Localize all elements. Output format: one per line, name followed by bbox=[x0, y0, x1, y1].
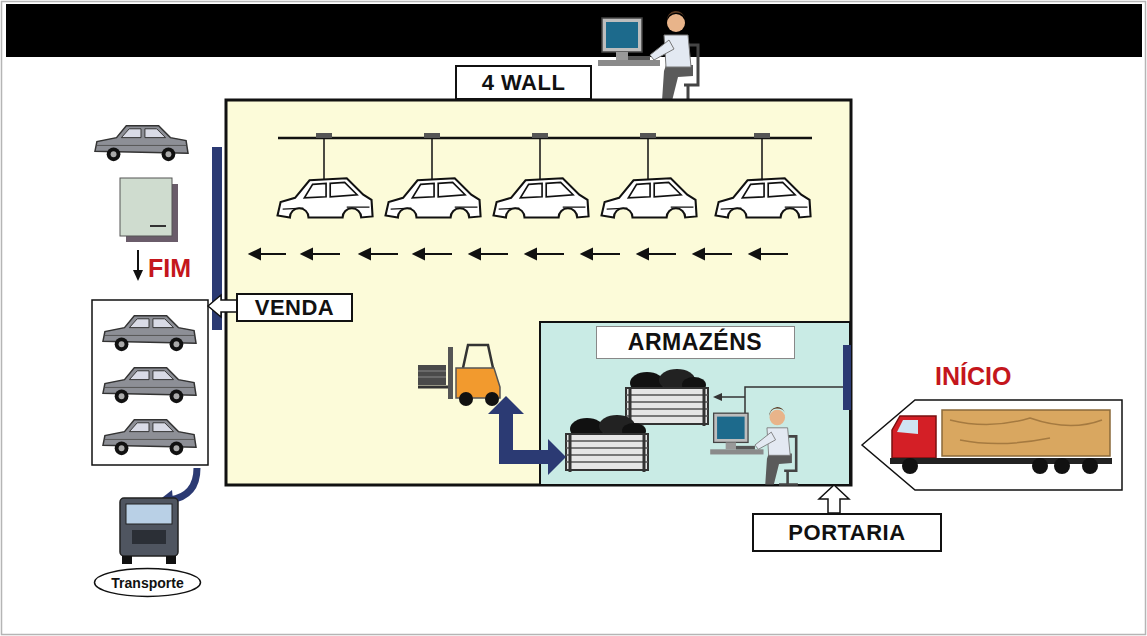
sale-box: VENDA bbox=[236, 293, 353, 322]
truck-front bbox=[120, 498, 178, 564]
gate-box: PORTARIA bbox=[752, 513, 942, 552]
start-label: INÍCIO bbox=[935, 364, 1011, 389]
ellipse-shape bbox=[95, 569, 201, 597]
arrow-head bbox=[638, 249, 648, 259]
rail-trolley bbox=[640, 133, 656, 138]
down-arrow bbox=[137, 250, 139, 272]
receiving-line bbox=[720, 396, 745, 398]
rail-trolley bbox=[424, 133, 440, 138]
arrow-head bbox=[470, 249, 480, 259]
operator-at-computer bbox=[598, 11, 700, 101]
shipping-arrow bbox=[170, 468, 197, 500]
tarp-fold bbox=[950, 418, 1102, 444]
car-body bbox=[602, 178, 697, 217]
end-label: FIM bbox=[148, 256, 191, 281]
receiving-line bbox=[745, 387, 843, 430]
truck-wheel bbox=[1082, 458, 1098, 474]
finished-car bbox=[103, 316, 196, 351]
node-text: VENDA bbox=[255, 297, 335, 319]
car-body bbox=[386, 178, 481, 217]
truck-trailer bbox=[942, 410, 1110, 456]
rail-trolley bbox=[316, 133, 332, 138]
finished-cars-box bbox=[92, 300, 208, 465]
parts-crate bbox=[626, 369, 708, 426]
truck-wheel bbox=[1032, 458, 1048, 474]
finished-car bbox=[103, 368, 196, 403]
car-body bbox=[494, 178, 589, 217]
gatekeeper-at-computer bbox=[710, 407, 798, 484]
material-flow-arrow bbox=[488, 396, 566, 475]
finished-car bbox=[103, 420, 196, 455]
system-box: 4 WALL bbox=[455, 65, 592, 100]
truck-cab bbox=[120, 498, 178, 556]
document-line bbox=[150, 225, 166, 227]
truck-wheel bbox=[122, 556, 132, 564]
truck-cab bbox=[892, 416, 936, 458]
arrival-callout bbox=[862, 400, 1122, 490]
arrow-head bbox=[750, 249, 760, 259]
arrow-head bbox=[360, 249, 370, 259]
car-body bbox=[278, 178, 373, 217]
arrow-head bbox=[694, 249, 704, 259]
truck-wheel bbox=[166, 556, 176, 564]
arriving-truck bbox=[890, 410, 1112, 474]
truck-wheel bbox=[1054, 458, 1070, 474]
arrow-head bbox=[582, 249, 592, 259]
rail-trolley bbox=[754, 133, 770, 138]
truck-chassis bbox=[890, 458, 1112, 464]
document-page bbox=[120, 178, 172, 236]
arrow-head bbox=[250, 249, 260, 259]
node-text: PORTARIA bbox=[788, 522, 905, 544]
parts-crate bbox=[566, 415, 648, 472]
forklift bbox=[418, 345, 500, 406]
node-text: Transporte bbox=[111, 576, 183, 590]
flow-arrows bbox=[250, 249, 788, 259]
arrow-head bbox=[133, 270, 143, 281]
top-band bbox=[6, 4, 1142, 57]
arrow-head bbox=[302, 249, 312, 259]
car-icon bbox=[95, 126, 188, 161]
rail-trolley bbox=[532, 133, 548, 138]
assembly-line bbox=[250, 133, 812, 259]
node-text: ARMAZÉNS bbox=[596, 326, 795, 359]
factory-wall bbox=[226, 100, 851, 485]
warehouse-zone: ARMAZÉNS bbox=[540, 322, 850, 485]
node-text: 4 WALL bbox=[482, 72, 566, 94]
truck-grille bbox=[132, 530, 166, 544]
truck-windshield bbox=[126, 504, 172, 524]
truck-window bbox=[897, 420, 918, 434]
arrow-head bbox=[414, 249, 424, 259]
entry-arrow bbox=[819, 485, 849, 513]
hanger bbox=[324, 138, 762, 182]
truck-wheel bbox=[902, 458, 918, 474]
car-body bbox=[716, 178, 811, 217]
entry-door bbox=[843, 345, 851, 410]
arrow-head bbox=[713, 393, 722, 401]
transport-ellipse: Transporte bbox=[93, 567, 202, 598]
arrow-head bbox=[526, 249, 536, 259]
invoice-document bbox=[120, 178, 178, 242]
warehouse-area bbox=[540, 322, 850, 485]
